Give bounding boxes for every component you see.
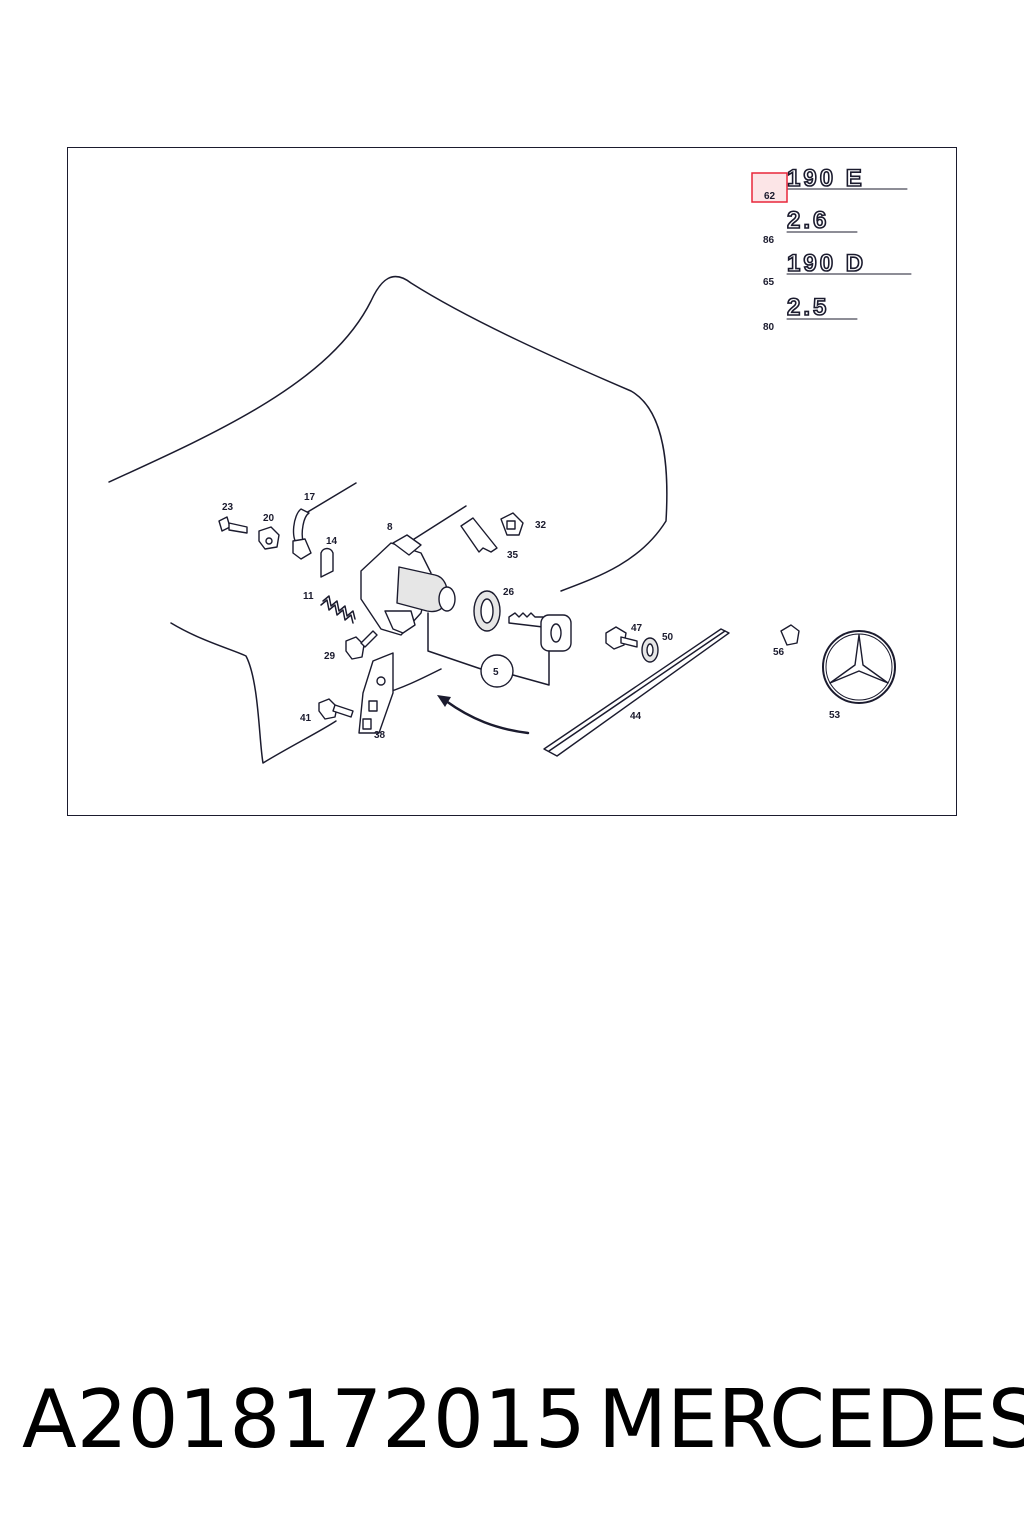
lock-assembly-part-8 <box>360 505 467 636</box>
badge-2-6-text: 2.6 <box>787 207 829 234</box>
callout-65: 65 <box>763 277 775 288</box>
seal-ring-part-26 <box>473 590 501 632</box>
callout-17: 17 <box>304 492 316 503</box>
key-icon <box>508 612 572 652</box>
brand-name: MERCEDES <box>598 1373 1024 1466</box>
badge-2-5: 2.5 <box>786 293 858 322</box>
molding-strip-part-44 <box>543 628 730 757</box>
callout-86: 86 <box>763 235 775 246</box>
highlight-box-62 <box>751 172 788 203</box>
badge-2-6: 2.6 <box>786 206 858 235</box>
callout-26: 26 <box>503 587 515 598</box>
plate-part-35 <box>460 517 498 553</box>
part-number: A2018172015 <box>22 1373 586 1466</box>
diagram-frame: 190 E 2.6 190 D 2.5 23 20 17 14 8 32 35 … <box>67 147 957 816</box>
callout-41: 41 <box>300 713 312 724</box>
screw-part-23 <box>218 516 248 534</box>
callout-32: 32 <box>535 520 547 531</box>
callout-29: 29 <box>324 651 336 662</box>
caption: A2018172015 MERCEDES <box>0 1370 1024 1470</box>
clip-part-32 <box>500 512 524 536</box>
callout-11: 11 <box>303 591 314 602</box>
badge-2-5-text: 2.5 <box>787 294 829 321</box>
callout-35: 35 <box>507 550 519 561</box>
bolt-part-47 <box>605 626 638 650</box>
clip-part-56 <box>780 624 800 646</box>
callout-5: 5 <box>493 667 499 678</box>
star-emblem-icon <box>822 630 896 704</box>
bolt-part-29 <box>345 630 378 660</box>
arrow-icon <box>437 695 530 735</box>
spring-part-11 <box>320 595 356 624</box>
callout-14: 14 <box>326 536 338 547</box>
clip-part-14 <box>320 547 334 578</box>
callout-23: 23 <box>222 502 234 513</box>
striker-part-38 <box>358 652 394 734</box>
badge-190d: 190 D <box>786 249 912 278</box>
callout-50: 50 <box>662 632 674 643</box>
callout-47: 47 <box>631 623 643 634</box>
nut-part-20 <box>258 526 280 550</box>
callout-bracket-5 <box>427 612 550 688</box>
callout-56: 56 <box>773 647 785 658</box>
washer-part-50 <box>641 637 659 663</box>
callout-62: 62 <box>764 191 776 202</box>
callout-20: 20 <box>263 513 275 524</box>
callout-38: 38 <box>374 730 386 741</box>
badge-190e-text: 190 E <box>787 165 865 192</box>
callout-53: 53 <box>829 710 841 721</box>
exploded-parts-diagram: 190 E 2.6 190 D 2.5 23 20 17 14 8 32 35 … <box>108 164 912 764</box>
bolt-part-41 <box>318 698 354 720</box>
callout-8: 8 <box>387 522 393 533</box>
rod-part-17 <box>292 482 357 560</box>
callout-80: 80 <box>763 322 775 333</box>
callout-44: 44 <box>630 711 642 722</box>
badge-190e: 190 E <box>786 164 908 193</box>
badge-190d-text: 190 D <box>787 250 866 277</box>
